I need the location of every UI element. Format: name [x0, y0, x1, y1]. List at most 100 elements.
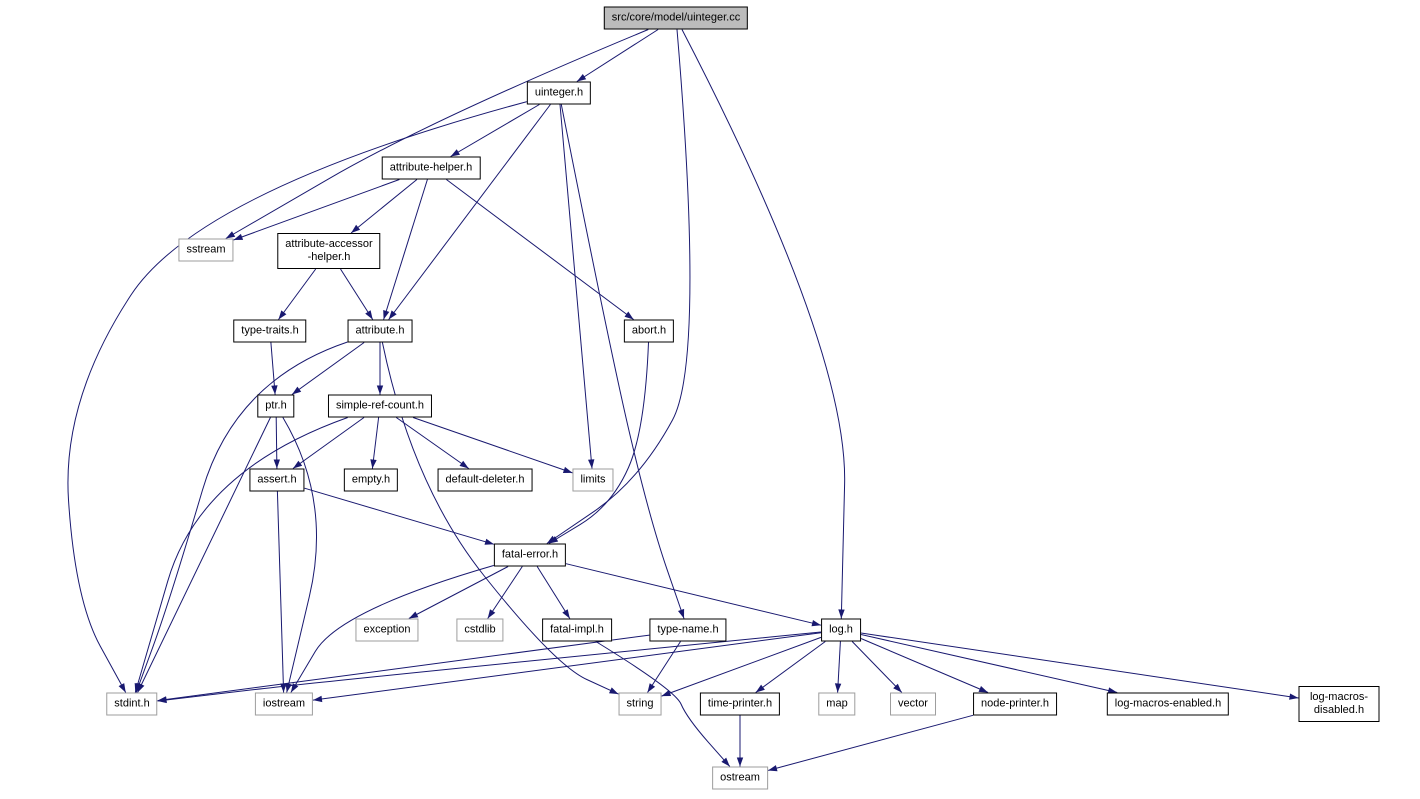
edge-uinteger_cc-to-fatal_error_h [546, 29, 691, 544]
node-ptr-h[interactable]: ptr.h [257, 394, 295, 418]
arrowhead-log_h-to-node_printer_h [978, 686, 988, 693]
arrowhead-node_printer_h-to-ostream [768, 765, 778, 772]
arrowhead-simple_ref_count_h-to-default_deleter_h [459, 460, 469, 469]
edge-attribute_helper_h-to-attribute_accessor_helper_h [350, 179, 418, 234]
node-cstdlib: cstdlib [456, 618, 504, 642]
node-exception: exception [355, 618, 419, 642]
arrowhead-abort_h-to-fatal_error_h [548, 536, 559, 544]
arrowhead-attribute_helper_h-to-sstream [233, 233, 244, 240]
arrowhead-attribute_h-to-simple_ref_count_h [376, 385, 384, 395]
arrowhead-log_h-to-time_printer_h [755, 684, 765, 693]
edge-simple_ref_count_h-to-limits [412, 417, 573, 474]
node-assert-h[interactable]: assert.h [249, 468, 305, 492]
node-string: string [618, 692, 662, 716]
node-fatal-error-h[interactable]: fatal-error.h [493, 543, 567, 567]
arrowhead-fatal_impl_h-to-ostream [721, 757, 730, 767]
edge-attribute_accessor_helper_h-to-attribute_h [340, 268, 374, 320]
arrowhead-simple_ref_count_h-to-assert_h [293, 460, 303, 469]
node-abort-h[interactable]: abort.h [623, 319, 675, 343]
arrowhead-fatal_error_h-to-cstdlib [487, 609, 496, 619]
edge-log_h-to-iostream [312, 632, 822, 701]
arrowhead-attribute_h-to-string [609, 687, 619, 695]
edge-uinteger_h-to-limits [559, 104, 593, 469]
arrowhead-uinteger_h-to-attribute_h [388, 310, 397, 320]
arrowhead-attribute_helper_h-to-abort_h [624, 311, 634, 320]
arrowhead-uinteger_cc-to-log_h [838, 609, 845, 619]
edge-fatal_error_h-to-cstdlib [487, 566, 523, 619]
edge-assert_h-to-fatal_error_h [304, 487, 495, 545]
node-simple-ref-count-h[interactable]: simple-ref-count.h [327, 394, 433, 418]
node-log-macros-enabled-h[interactable]: log-macros-enabled.h [1106, 692, 1230, 716]
arrowhead-simple_ref_count_h-to-empty_h [370, 459, 377, 469]
edge-fatal_error_h-to-iostream [290, 564, 495, 693]
edge-simple_ref_count_h-to-default_deleter_h [396, 417, 469, 469]
node-log-h[interactable]: log.h [821, 618, 861, 642]
edge-fatal_error_h-to-exception [408, 566, 509, 619]
node-time-printer-h[interactable]: time-printer.h [699, 692, 781, 716]
edge-ptr_h-to-stdint_h [137, 417, 271, 693]
node-empty-h[interactable]: empty.h [343, 468, 399, 492]
node-uinteger-cc: src/core/model/uinteger.cc [603, 6, 749, 30]
node-map: map [818, 692, 856, 716]
node-uinteger-h[interactable]: uinteger.h [526, 81, 592, 105]
edge-type_name_h-to-stdint_h [157, 634, 650, 702]
node-stdint-h: stdint.h [106, 692, 158, 716]
arrowhead-attribute_h-to-ptr_h [292, 386, 302, 395]
node-log-macros-disabled-h[interactable]: log-macros-disabled.h [1298, 686, 1380, 722]
edge-log_h-to-node_printer_h [860, 638, 989, 693]
edge-uinteger_cc-to-sstream [225, 29, 649, 239]
arrowhead-time_printer_h-to-ostream [736, 757, 744, 767]
arrowhead-log_h-to-stdint_h [157, 696, 167, 704]
node-type-name-h[interactable]: type-name.h [649, 618, 727, 642]
node-attribute-accessor-helper-h[interactable]: attribute-accessor -helper.h [277, 233, 381, 269]
edge-assert_h-to-iostream [276, 491, 285, 693]
arrowhead-uinteger_cc-to-sstream [225, 231, 236, 239]
node-ostream: ostream [712, 766, 768, 790]
edge-log_h-to-stdint_h [157, 631, 822, 702]
arrowhead-log_h-to-vector [893, 683, 902, 693]
node-default-deleter-h[interactable]: default-deleter.h [437, 468, 533, 492]
edge-type_name_h-to-string [647, 641, 681, 693]
edge-uinteger_h-to-stdint_h [67, 101, 528, 693]
arrowhead-attribute_helper_h-to-attribute_accessor_helper_h [351, 224, 361, 233]
arrowhead-fatal_error_h-to-log_h [811, 620, 821, 627]
edge-simple_ref_count_h-to-stdint_h [134, 417, 348, 693]
arrowhead-log_h-to-iostream [313, 695, 323, 703]
arrowhead-simple_ref_count_h-to-limits [562, 466, 573, 473]
edge-uinteger_cc-to-uinteger_h [576, 29, 659, 82]
arrowhead-uinteger_h-to-attribute_helper_h [450, 149, 460, 157]
edge-attribute_helper_h-to-sstream [233, 179, 400, 241]
node-type-traits-h[interactable]: type-traits.h [233, 319, 307, 343]
arrowhead-log_h-to-log_macros_disabled_h [1289, 693, 1299, 700]
arrowhead-fatal_error_h-to-exception [408, 611, 419, 619]
node-attribute-helper-h[interactable]: attribute-helper.h [381, 156, 481, 180]
arrowhead-uinteger_h-to-type_name_h [678, 608, 685, 619]
arrowhead-type_traits_h-to-ptr_h [271, 385, 278, 395]
arrowhead-ptr_h-to-assert_h [273, 459, 280, 469]
arrowhead-log_h-to-string [661, 690, 672, 697]
edge-log_h-to-vector [851, 641, 903, 693]
node-node-printer-h[interactable]: node-printer.h [973, 692, 1057, 716]
arrowhead-log_h-to-map [834, 683, 842, 693]
edge-ptr_h-to-iostream [282, 417, 317, 693]
arrowhead-log_h-to-log_macros_enabled_h [1107, 687, 1118, 694]
node-fatal-impl-h[interactable]: fatal-impl.h [542, 618, 612, 642]
arrowhead-uinteger_cc-to-uinteger_h [576, 74, 587, 82]
edge-attribute_h-to-stdint_h [135, 341, 348, 693]
edge-attribute_helper_h-to-attribute_h [383, 179, 428, 320]
arrowhead-attribute_accessor_helper_h-to-attribute_h [365, 310, 373, 320]
node-vector: vector [890, 692, 936, 716]
node-attribute-h[interactable]: attribute.h [347, 319, 413, 343]
edge-attribute_accessor_helper_h-to-type_traits_h [278, 268, 317, 320]
arrowhead-ptr_h-to-iostream [285, 683, 292, 693]
arrowhead-fatal_error_h-to-fatal_impl_h [562, 609, 570, 619]
arrowhead-simple_ref_count_h-to-stdint_h [134, 683, 141, 693]
arrowhead-uinteger_h-to-stdint_h [118, 683, 126, 693]
arrowhead-attribute_accessor_helper_h-to-type_traits_h [278, 310, 287, 320]
node-sstream: sstream [178, 238, 234, 262]
edge-log_h-to-log_macros_disabled_h [860, 632, 1299, 699]
edge-log_h-to-log_macros_enabled_h [860, 634, 1118, 693]
edge-uinteger_h-to-type_name_h [560, 104, 685, 619]
arrowhead-assert_h-to-iostream [280, 683, 287, 693]
